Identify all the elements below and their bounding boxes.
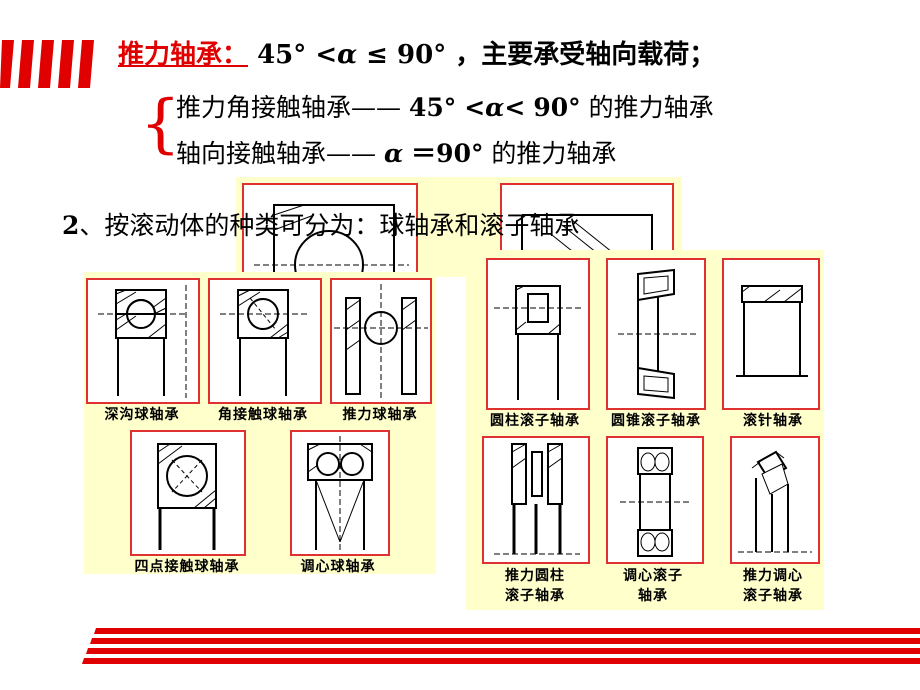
subtype-alpha: <α< <box>464 93 526 122</box>
thrust-cylindrical-figure <box>482 436 590 564</box>
caption-thrust-spherical: 推力调心 滚子轴承 <box>743 568 803 604</box>
cylindrical-roller-figure <box>486 258 590 410</box>
ball-bearing-panel: 深沟球轴承 角接触球轴承 推力球轴承 <box>84 272 436 575</box>
caption-thrust-ball: 推力球轴承 <box>342 407 418 423</box>
spherical-roller-figure <box>606 436 704 564</box>
subtype-eq: ＝90° <box>411 139 484 168</box>
caption-needle-roller: 滚针轴承 <box>743 413 803 429</box>
caption-deep-groove: 深沟球轴承 <box>104 407 180 423</box>
subtype-axial-contact: 轴向接触轴承—— α ＝90° 的推力轴承 <box>176 134 616 170</box>
angular-contact-ball-figure <box>208 278 322 404</box>
caption-angular-contact: 角接触球轴承 <box>218 407 308 423</box>
caption-four-point: 四点接触球轴承 <box>134 559 240 575</box>
subtype-name: 推力角接触轴承—— <box>176 93 402 122</box>
caption-spherical-roller: 调心滚子 轴承 <box>623 568 683 604</box>
subtype-angle-a: 45° <box>408 93 457 122</box>
subtype-angular-contact: 推力角接触轴承—— 45° <α< 90° 的推力轴承 <box>176 88 714 124</box>
caption-tapered-roller: 圆锥滚子轴承 <box>611 413 701 429</box>
alpha-condition: <α ≤ <box>315 40 388 70</box>
term-thrust-bearing: 推力轴承： <box>118 40 249 70</box>
thrust-spherical-figure <box>730 436 820 564</box>
left-brace-icon: { <box>140 87 181 161</box>
section-number: 2 <box>62 211 80 240</box>
subtype-suffix: 的推力轴承 <box>491 139 617 168</box>
section2-heading: 2、按滚动体的种类可分为：球轴承和滚子轴承 <box>62 206 579 242</box>
subtype-suffix: 的推力轴承 <box>588 93 714 122</box>
roller-bearing-panel: 圆柱滚子轴承 圆锥滚子轴承 滚针轴承 <box>466 250 824 610</box>
caption-self-aligning-ball: 调心球轴承 <box>300 559 376 575</box>
tapered-roller-figure <box>606 258 706 410</box>
heading-rest: 90° ，主要承受轴向载荷； <box>397 40 716 70</box>
four-point-ball-figure <box>130 430 246 556</box>
angle-45: 45° <box>257 40 307 70</box>
subtype-alpha: α <box>383 139 404 168</box>
red-bars-decoration <box>0 36 100 96</box>
thrust-ball-figure <box>330 278 432 404</box>
self-aligning-ball-figure <box>290 430 390 556</box>
subtype-angle-b: 90° <box>533 93 581 122</box>
section-text: 、按滚动体的种类可分为：球轴承和滚子轴承 <box>79 211 580 240</box>
bottom-red-stripes <box>0 626 920 670</box>
caption-thrust-cylindrical: 推力圆柱 滚子轴承 <box>505 568 565 604</box>
needle-roller-figure <box>722 258 820 410</box>
deep-groove-ball-figure <box>86 278 200 404</box>
thrust-bearing-heading: 推力轴承： 45° <α ≤ 90° ，主要承受轴向载荷； <box>118 34 715 71</box>
caption-cylindrical-roller: 圆柱滚子轴承 <box>490 413 580 429</box>
subtype-name: 轴向接触轴承—— <box>176 139 377 168</box>
